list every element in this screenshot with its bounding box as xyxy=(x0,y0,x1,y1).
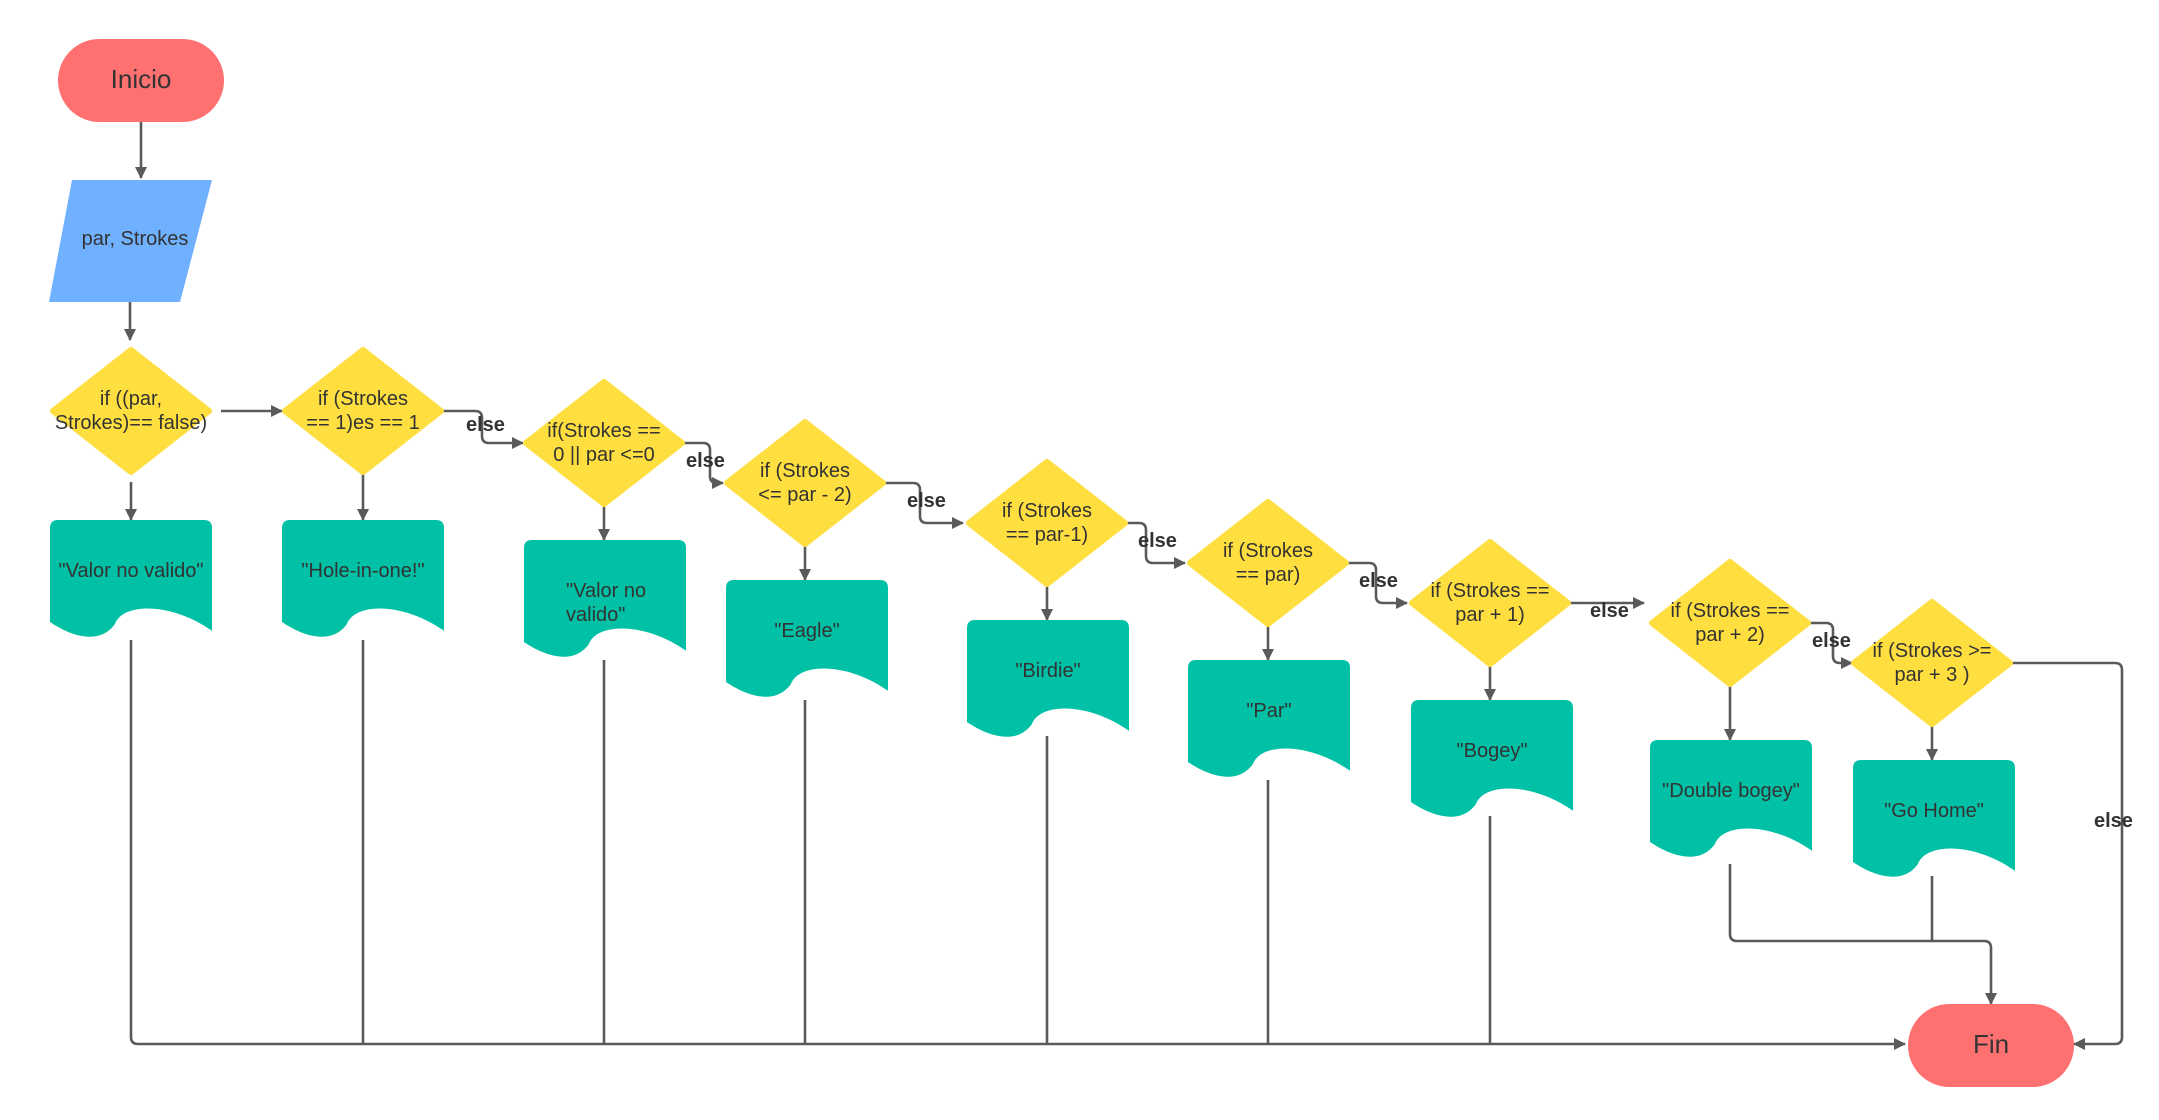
decision-9-label-line-2: par + 3 ) xyxy=(1894,664,1969,686)
edge-decision-5-else xyxy=(1126,521,1186,569)
decision-3-label-line-2: 0 || par <=0 xyxy=(553,444,655,466)
decision-2-label-line-2: == 1)es == 1 xyxy=(306,412,419,434)
edge-decision-3-else xyxy=(684,441,724,489)
else-label-decision-5: else xyxy=(1138,530,1177,552)
output-5[interactable]: "Birdie" xyxy=(967,620,1129,737)
output-4-shape xyxy=(726,580,888,697)
decision-2[interactable]: if (Strokes== 1)es == 1 xyxy=(282,347,444,475)
output-4-label-line-1: "Eagle" xyxy=(774,620,839,642)
output-group: "Valor no valido" "Hole-in-one!" "Valor no… xyxy=(50,520,2015,877)
output-9-label-line-1: "Go Home" xyxy=(1884,800,1984,822)
decision-4-label-line-2: <= par - 2) xyxy=(758,484,851,506)
start-terminal[interactable]: Inicio xyxy=(58,39,224,122)
output-6-label-line-1: "Par" xyxy=(1246,700,1291,722)
end-terminal-label: Fin xyxy=(1973,1029,2009,1059)
decision-4-shape xyxy=(724,419,886,547)
output-2[interactable]: "Hole-in-one!" xyxy=(282,520,444,637)
output-3-label-line-2: valido" xyxy=(566,604,625,626)
else-label-decision-6: else xyxy=(1359,570,1398,592)
decision-5-shape xyxy=(966,459,1128,587)
decision-8-label-line-1: if (Strokes == xyxy=(1671,600,1790,622)
decision-8-label-line-2: par + 2) xyxy=(1695,624,1764,646)
else-label-group: else else else else else else else else xyxy=(466,414,2133,832)
input-parallelogram[interactable]: par, Strokes xyxy=(49,180,212,302)
output-5-label-line-1: "Birdie" xyxy=(1015,660,1080,682)
output-7[interactable]: "Bogey" xyxy=(1411,700,1573,817)
output-3-shape xyxy=(524,540,686,657)
edge-bus-to-end xyxy=(129,640,1906,1050)
decision-2-shape xyxy=(282,347,444,475)
decision-3[interactable]: if(Strokes ==0 || par <=0 xyxy=(523,379,685,507)
start-terminal-shape xyxy=(58,39,224,122)
else-label-decision-9: else xyxy=(2094,810,2133,832)
start-terminal-label: Inicio xyxy=(111,64,172,94)
output-8-shape xyxy=(1650,740,1812,857)
decision-4[interactable]: if (Strokes<= par - 2) xyxy=(724,419,886,547)
edge-decision-4-else xyxy=(882,481,964,529)
decision-1[interactable]: if ((par,Strokes)== false) xyxy=(50,347,212,475)
edge-output-8-to-end xyxy=(1728,864,1997,1005)
else-label-decision-4: else xyxy=(907,490,946,512)
decision-1-shape xyxy=(50,347,212,475)
output-4[interactable]: "Eagle" xyxy=(726,580,888,697)
output-5-shape xyxy=(967,620,1129,737)
decision-3-shape xyxy=(523,379,685,507)
else-label-decision-7: else xyxy=(1590,600,1629,622)
input-parallelogram-shape xyxy=(49,180,212,302)
output-1-label-line-1: "Valor no valido" xyxy=(58,560,203,582)
decision-5-label-line-2: == par-1) xyxy=(1006,524,1088,546)
edge-decision-2-else xyxy=(441,409,524,449)
decision-3-label-line-1: if(Strokes == xyxy=(547,420,660,442)
decision-6-label-line-2: == par) xyxy=(1236,564,1300,586)
output-6-shape xyxy=(1188,660,1350,777)
end-terminal-shape xyxy=(1908,1004,2074,1087)
output-8[interactable]: "Double bogey" xyxy=(1650,740,1812,857)
decision-9-shape xyxy=(1851,599,2013,727)
output-1[interactable]: "Valor no valido" xyxy=(50,520,212,637)
decision-1-label-line-1: if ((par, xyxy=(100,388,162,410)
end-terminal[interactable]: Fin xyxy=(1908,1004,2074,1087)
connector-group xyxy=(124,122,2124,1050)
output-2-shape xyxy=(282,520,444,637)
output-9-shape xyxy=(1853,760,2015,877)
else-label-decision-2: else xyxy=(466,414,505,436)
input-parallelogram-label: par, Strokes xyxy=(82,228,189,250)
output-3-label-line-1: "Valor no xyxy=(566,580,646,602)
output-1-shape xyxy=(50,520,212,637)
edge-decision-6-else xyxy=(1346,561,1408,609)
decision-9-label-line-1: if (Strokes >= xyxy=(1873,640,1992,662)
decision-1-label-line-2: Strokes)== false) xyxy=(55,412,207,434)
decision-7-label-line-1: if (Strokes == xyxy=(1431,580,1550,602)
decision-5[interactable]: if (Strokes== par-1) xyxy=(966,459,1128,587)
decision-group: if ((par,Strokes)== false)if (Strokes== … xyxy=(50,347,2013,727)
else-label-decision-8: else xyxy=(1812,630,1851,652)
decision-8[interactable]: if (Strokes ==par + 2) xyxy=(1649,559,1811,687)
decision-7-label-line-2: par + 1) xyxy=(1455,604,1524,626)
decision-7-shape xyxy=(1409,539,1571,667)
decision-8-shape xyxy=(1649,559,1811,687)
decision-6-label-line-1: if (Strokes xyxy=(1223,540,1313,562)
edge-decision-9-else-to-end xyxy=(2010,661,2124,1050)
output-9[interactable]: "Go Home" xyxy=(1853,760,2015,877)
decision-5-label-line-1: if (Strokes xyxy=(1002,500,1092,522)
output-6[interactable]: "Par" xyxy=(1188,660,1350,777)
output-2-label-line-1: "Hole-in-one!" xyxy=(301,560,424,582)
decision-7[interactable]: if (Strokes ==par + 1) xyxy=(1409,539,1571,667)
output-7-label-line-1: "Bogey" xyxy=(1457,740,1528,762)
edge-decision-8-else xyxy=(1808,621,1853,669)
decision-2-label-line-1: if (Strokes xyxy=(318,388,408,410)
decision-6-shape xyxy=(1187,499,1349,627)
else-label-decision-3: else xyxy=(686,450,725,472)
decision-6[interactable]: if (Strokes== par) xyxy=(1187,499,1349,627)
decision-4-label-line-1: if (Strokes xyxy=(760,460,850,482)
output-8-label-line-1: "Double bogey" xyxy=(1662,780,1800,802)
decision-9[interactable]: if (Strokes >=par + 3 ) xyxy=(1851,599,2013,727)
output-7-shape xyxy=(1411,700,1573,817)
